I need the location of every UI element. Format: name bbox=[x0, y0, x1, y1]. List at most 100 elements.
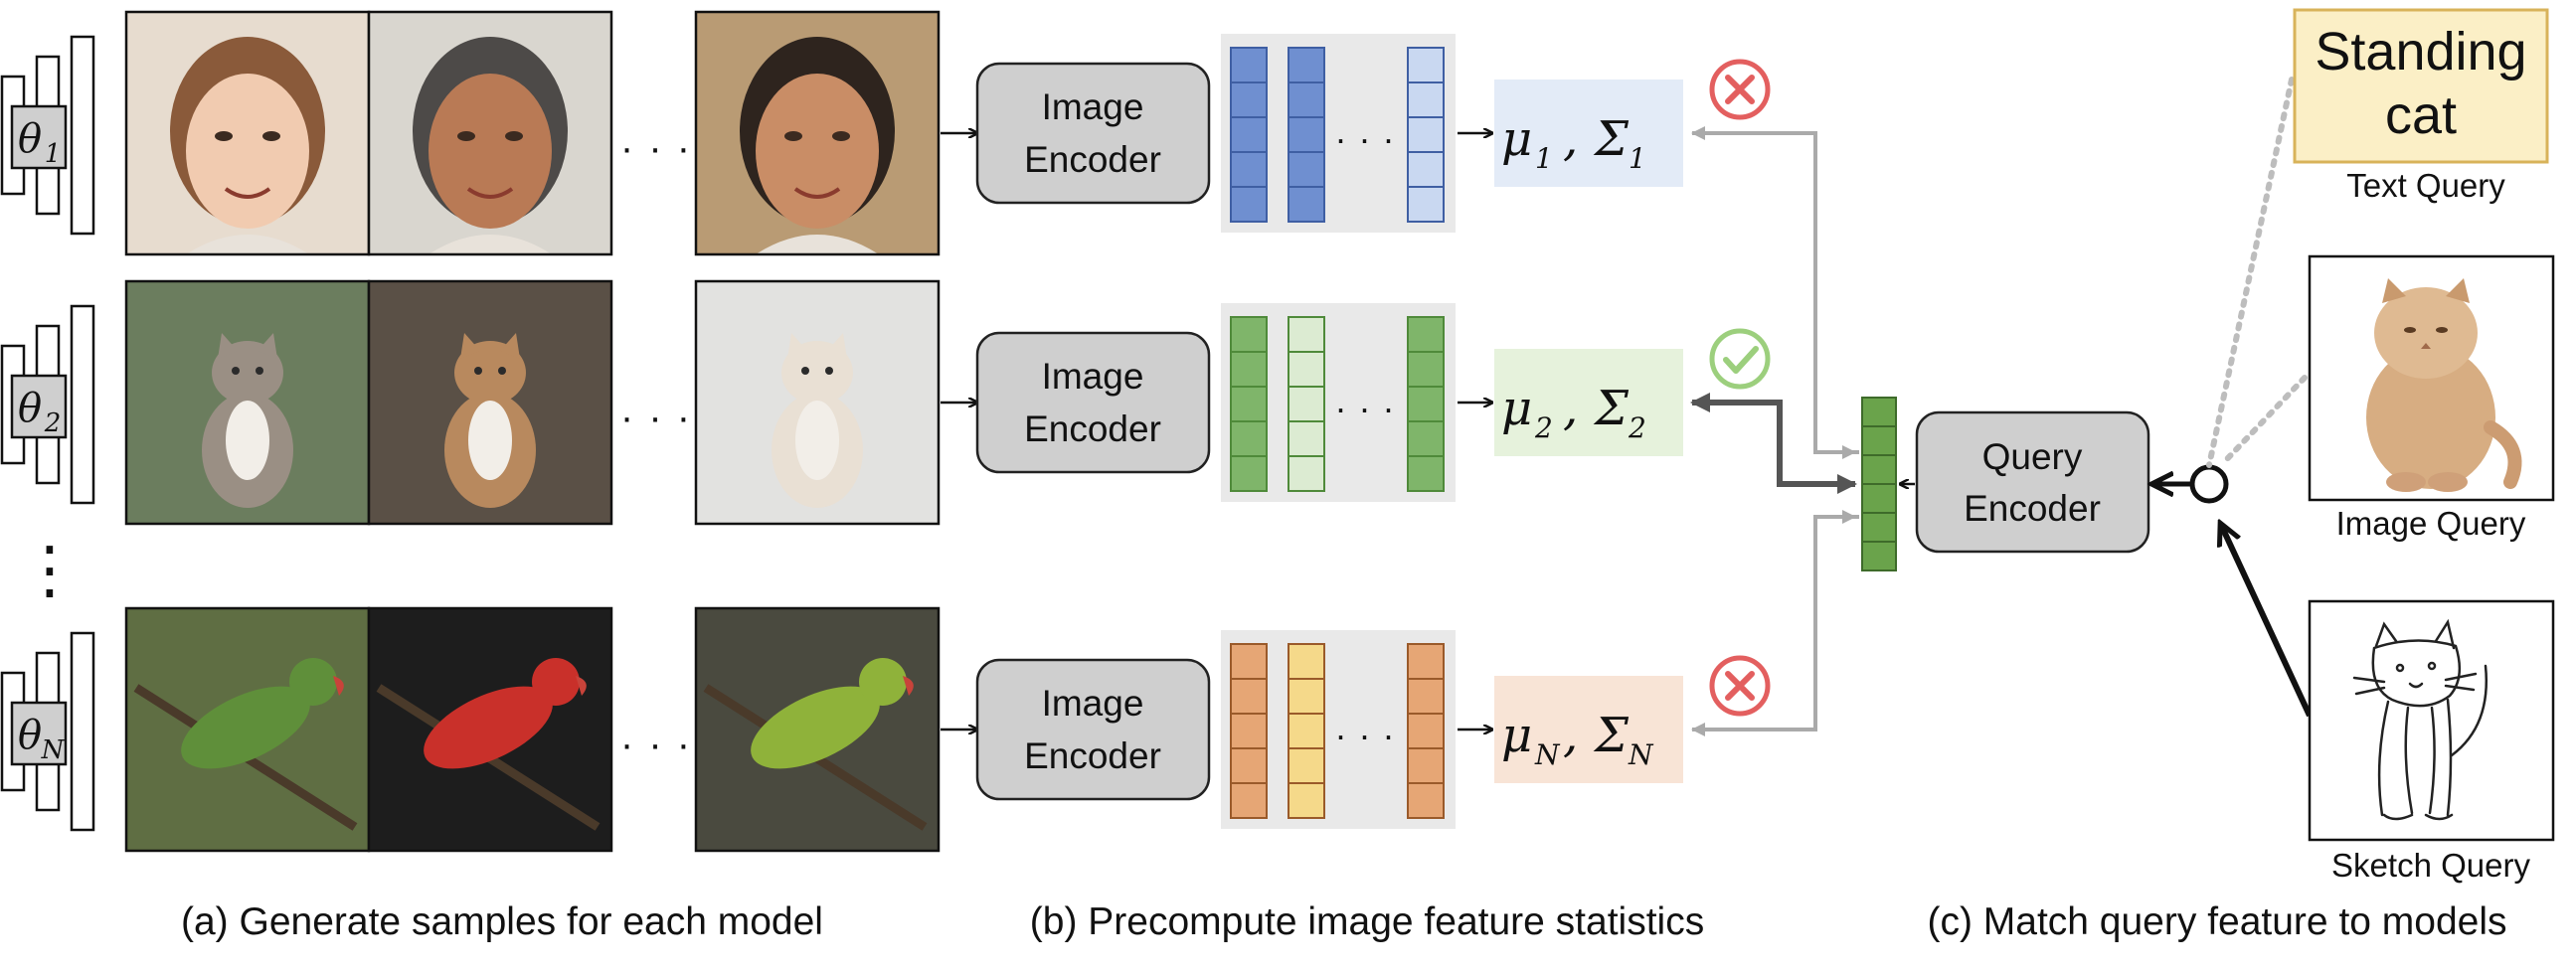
horizontal-ellipsis: · · · bbox=[620, 396, 692, 439]
stat-comma: , bbox=[1563, 381, 1578, 436]
sample-images bbox=[124, 606, 941, 853]
query-feature-cell bbox=[1861, 425, 1897, 456]
image-query-link bbox=[2222, 375, 2308, 464]
stat-sigma: Σ bbox=[1593, 111, 1630, 167]
check-icon bbox=[1709, 328, 1771, 390]
sketch-query-drawing bbox=[2308, 599, 2555, 842]
query-encoder-label-line2: Encoder bbox=[1964, 488, 2101, 529]
stat-sigma: Σ bbox=[1593, 381, 1630, 436]
sample-image bbox=[124, 606, 371, 853]
feature-vector bbox=[1288, 316, 1325, 492]
image-encoder-label-line2: Encoder bbox=[1024, 139, 1161, 180]
cross-icon bbox=[1709, 655, 1771, 717]
horizontal-ellipsis: · · · bbox=[620, 723, 692, 766]
image-query-caption: Image Query bbox=[2336, 505, 2526, 542]
cross-icon bbox=[1709, 59, 1771, 120]
feature-vector bbox=[1407, 47, 1445, 223]
query-feature-cell bbox=[1861, 397, 1897, 427]
stat-sigma-subscript: 1 bbox=[1629, 142, 1646, 175]
stat-mu: μ bbox=[1501, 111, 1532, 167]
query-feature-cell bbox=[1861, 512, 1897, 543]
query-feature-vector bbox=[1861, 397, 1915, 571]
query-feature-cell bbox=[1861, 541, 1897, 571]
image-encoder-label-line2: Encoder bbox=[1024, 735, 1161, 776]
sample-image bbox=[694, 279, 941, 526]
sketch-query-arrow bbox=[2221, 525, 2313, 718]
model-symbol: θ bbox=[18, 386, 42, 431]
feature-vector bbox=[1407, 316, 1445, 492]
text-query-line1: Standing bbox=[2315, 22, 2526, 81]
feature-vector bbox=[1230, 643, 1268, 819]
caption-b: (b) Precompute image feature statistics bbox=[1030, 900, 1704, 943]
sample-image bbox=[367, 279, 613, 526]
image-encoder-label-line1: Image bbox=[1042, 356, 1144, 397]
image-encoder-label-line1: Image bbox=[1042, 86, 1144, 127]
horizontal-ellipsis: · · · bbox=[620, 126, 692, 170]
feature-vector bbox=[1407, 643, 1445, 819]
sample-image bbox=[367, 606, 613, 853]
stat-sigma-subscript: N bbox=[1628, 738, 1654, 771]
image-encoder-label-line1: Image bbox=[1042, 683, 1144, 724]
stat-mu-subscript: 1 bbox=[1535, 142, 1553, 175]
feature-vectors: · · · bbox=[1221, 303, 1456, 502]
stat-mu: μ bbox=[1501, 381, 1532, 436]
text-query-box: Standing cat bbox=[2293, 8, 2549, 164]
query-encoder-label-line1: Query bbox=[1982, 436, 2083, 477]
stat-sigma: Σ bbox=[1593, 708, 1630, 763]
feature-vector bbox=[1288, 643, 1325, 819]
stat-comma: , bbox=[1563, 111, 1578, 167]
sketch-query-caption: Sketch Query bbox=[2331, 847, 2530, 884]
feature-vector bbox=[1230, 316, 1268, 492]
model-symbol: θ bbox=[18, 713, 42, 758]
feature-ellipsis: · · · bbox=[1335, 118, 1396, 159]
sample-image bbox=[694, 10, 941, 256]
sample-image bbox=[694, 606, 941, 853]
model-subscript: N bbox=[41, 735, 66, 765]
caption-a: (a) Generate samples for each model bbox=[181, 900, 823, 943]
stat-comma: , bbox=[1563, 708, 1578, 763]
model-subscript: 1 bbox=[45, 139, 62, 169]
query-feature-cell bbox=[1861, 483, 1897, 514]
text-query-caption: Text Query bbox=[2346, 167, 2505, 204]
caption-c: (c) Match query feature to models bbox=[1927, 900, 2506, 943]
text-query-line2: cat bbox=[2385, 85, 2457, 145]
feature-ellipsis: · · · bbox=[1335, 715, 1396, 755]
vertical-ellipsis: ⋮ bbox=[18, 534, 82, 605]
sample-images bbox=[124, 279, 941, 526]
text-query-link bbox=[2206, 77, 2295, 468]
image-encoder-label-line2: Encoder bbox=[1024, 408, 1161, 449]
feature-ellipsis: · · · bbox=[1335, 388, 1396, 428]
image-query-photo bbox=[2308, 254, 2555, 502]
stat-mu-subscript: N bbox=[1534, 738, 1561, 771]
query-encoder: Query Encoder bbox=[1915, 410, 2150, 554]
sample-images bbox=[124, 10, 941, 256]
query-node bbox=[2189, 464, 2229, 504]
sample-image bbox=[367, 10, 613, 256]
model-subscript: 2 bbox=[44, 408, 62, 438]
feature-vector bbox=[1288, 47, 1325, 223]
stat-mu-subscript: 2 bbox=[1534, 411, 1553, 444]
stat-sigma-subscript: 2 bbox=[1628, 411, 1646, 444]
feature-vector bbox=[1230, 47, 1268, 223]
stat-mu: μ bbox=[1501, 708, 1532, 763]
connector-row-2-match bbox=[1690, 393, 1851, 487]
sample-image bbox=[124, 10, 371, 256]
query-feature-cell bbox=[1861, 454, 1897, 485]
sample-image bbox=[124, 279, 371, 526]
model-symbol: θ bbox=[18, 116, 42, 162]
feature-vectors: · · · bbox=[1221, 34, 1456, 233]
feature-vectors: · · · bbox=[1221, 630, 1456, 829]
